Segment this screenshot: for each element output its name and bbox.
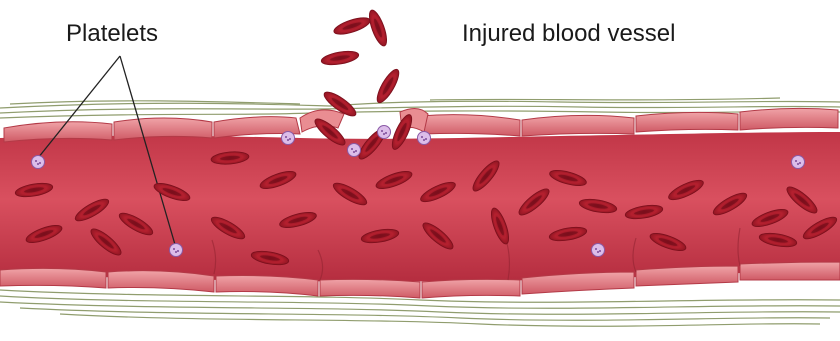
red-blood-cell bbox=[320, 49, 360, 67]
vessel-label: Injured blood vessel bbox=[462, 20, 675, 48]
platelet bbox=[282, 132, 295, 145]
platelet bbox=[792, 156, 805, 169]
red-blood-cell bbox=[373, 67, 402, 106]
platelet bbox=[592, 244, 605, 257]
platelet bbox=[348, 144, 361, 157]
red-blood-cell bbox=[332, 14, 372, 37]
vessel-lumen bbox=[0, 132, 840, 282]
red-blood-cell bbox=[366, 8, 390, 48]
platelet bbox=[378, 126, 391, 139]
platelet bbox=[170, 244, 183, 257]
platelet bbox=[418, 132, 431, 145]
platelets-label: Platelets bbox=[66, 20, 158, 48]
platelet bbox=[32, 156, 45, 169]
